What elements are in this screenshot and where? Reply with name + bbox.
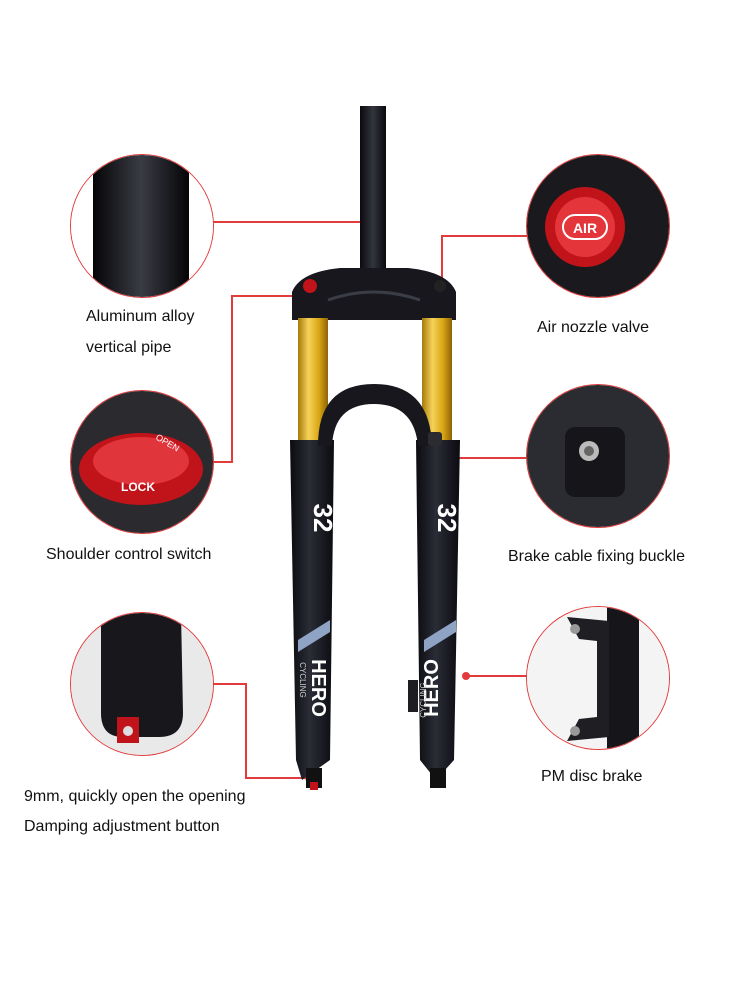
label-pipe-line2: vertical pipe	[86, 339, 172, 356]
fork-brace	[318, 384, 432, 446]
callout-damping-button	[70, 612, 214, 756]
callout-shoulder-switch: LOCK OPEN	[70, 390, 214, 534]
pm-mount	[567, 617, 609, 741]
air-cap-label: AIR	[573, 220, 597, 236]
lock-label: LOCK	[121, 480, 155, 494]
left-lower-leg	[290, 440, 334, 780]
right-subbrand-decal: CYCLING	[419, 682, 428, 718]
lockout-knob	[303, 279, 317, 293]
connector-shoulder	[210, 295, 296, 463]
label-pm-brake: PM disc brake	[541, 768, 643, 785]
label-brake-cable: Brake cable fixing buckle	[508, 548, 685, 565]
label-damping-line1: 9mm, quickly open the opening	[24, 788, 246, 805]
label-damping-line2: Damping adjustment button	[24, 818, 220, 835]
callout-pm-disc-brake	[526, 606, 670, 750]
connector-dot-pm	[462, 672, 470, 680]
callout-air-valve: AIR	[526, 154, 670, 298]
cable-buckle	[428, 432, 442, 446]
right-size-decal: 32	[432, 504, 462, 533]
disc-mount	[408, 680, 418, 712]
air-valve-cap	[434, 280, 446, 292]
right-lower-leg	[416, 440, 460, 780]
label-air-valve: Air nozzle valve	[537, 319, 650, 336]
steerer-tube	[360, 106, 386, 276]
label-pipe-line1: Aluminum alloy	[86, 308, 195, 325]
connector-damping	[210, 683, 308, 779]
fork-crown	[292, 268, 456, 320]
right-brand-decal: HERO	[421, 659, 443, 717]
right-dropout	[430, 768, 446, 788]
connector-air	[441, 235, 528, 296]
callout-vertical-pipe	[70, 154, 214, 298]
left-size-decal: 32	[308, 504, 338, 533]
left-brand-decal: HERO	[307, 659, 329, 717]
callout-brake-cable	[526, 384, 670, 528]
left-subbrand-decal: CYCLING	[298, 662, 307, 698]
label-shoulder-switch: Shoulder control switch	[46, 546, 212, 563]
